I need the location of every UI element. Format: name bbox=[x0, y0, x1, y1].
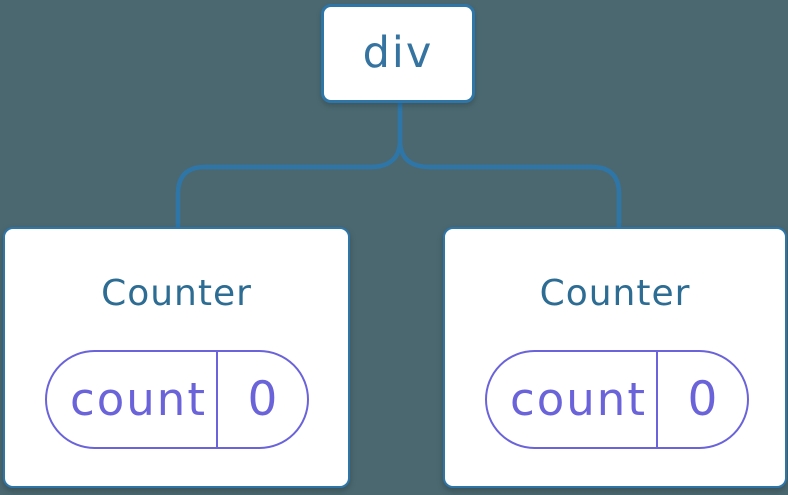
state-pill: count 0 bbox=[485, 350, 749, 449]
state-value-cell: 0 bbox=[658, 352, 747, 447]
counter-title: Counter bbox=[101, 273, 252, 314]
state-value-label: 0 bbox=[247, 372, 278, 427]
counter-title: Counter bbox=[539, 273, 691, 314]
connector-left-branch bbox=[175, 102, 403, 228]
counter-card-left: Counter count 0 bbox=[3, 227, 350, 488]
state-key-cell: count bbox=[47, 352, 218, 447]
root-node-label: div bbox=[362, 28, 434, 78]
state-key-cell: count bbox=[487, 352, 658, 447]
counter-card-right: Counter count 0 bbox=[443, 227, 787, 488]
state-value-label: 0 bbox=[687, 372, 718, 427]
state-value-cell: 0 bbox=[218, 352, 307, 447]
state-key-label: count bbox=[70, 373, 207, 426]
root-node-div: div bbox=[321, 4, 475, 103]
state-pill: count 0 bbox=[45, 350, 309, 449]
state-key-label: count bbox=[510, 373, 647, 426]
connector-right-branch bbox=[397, 102, 622, 228]
